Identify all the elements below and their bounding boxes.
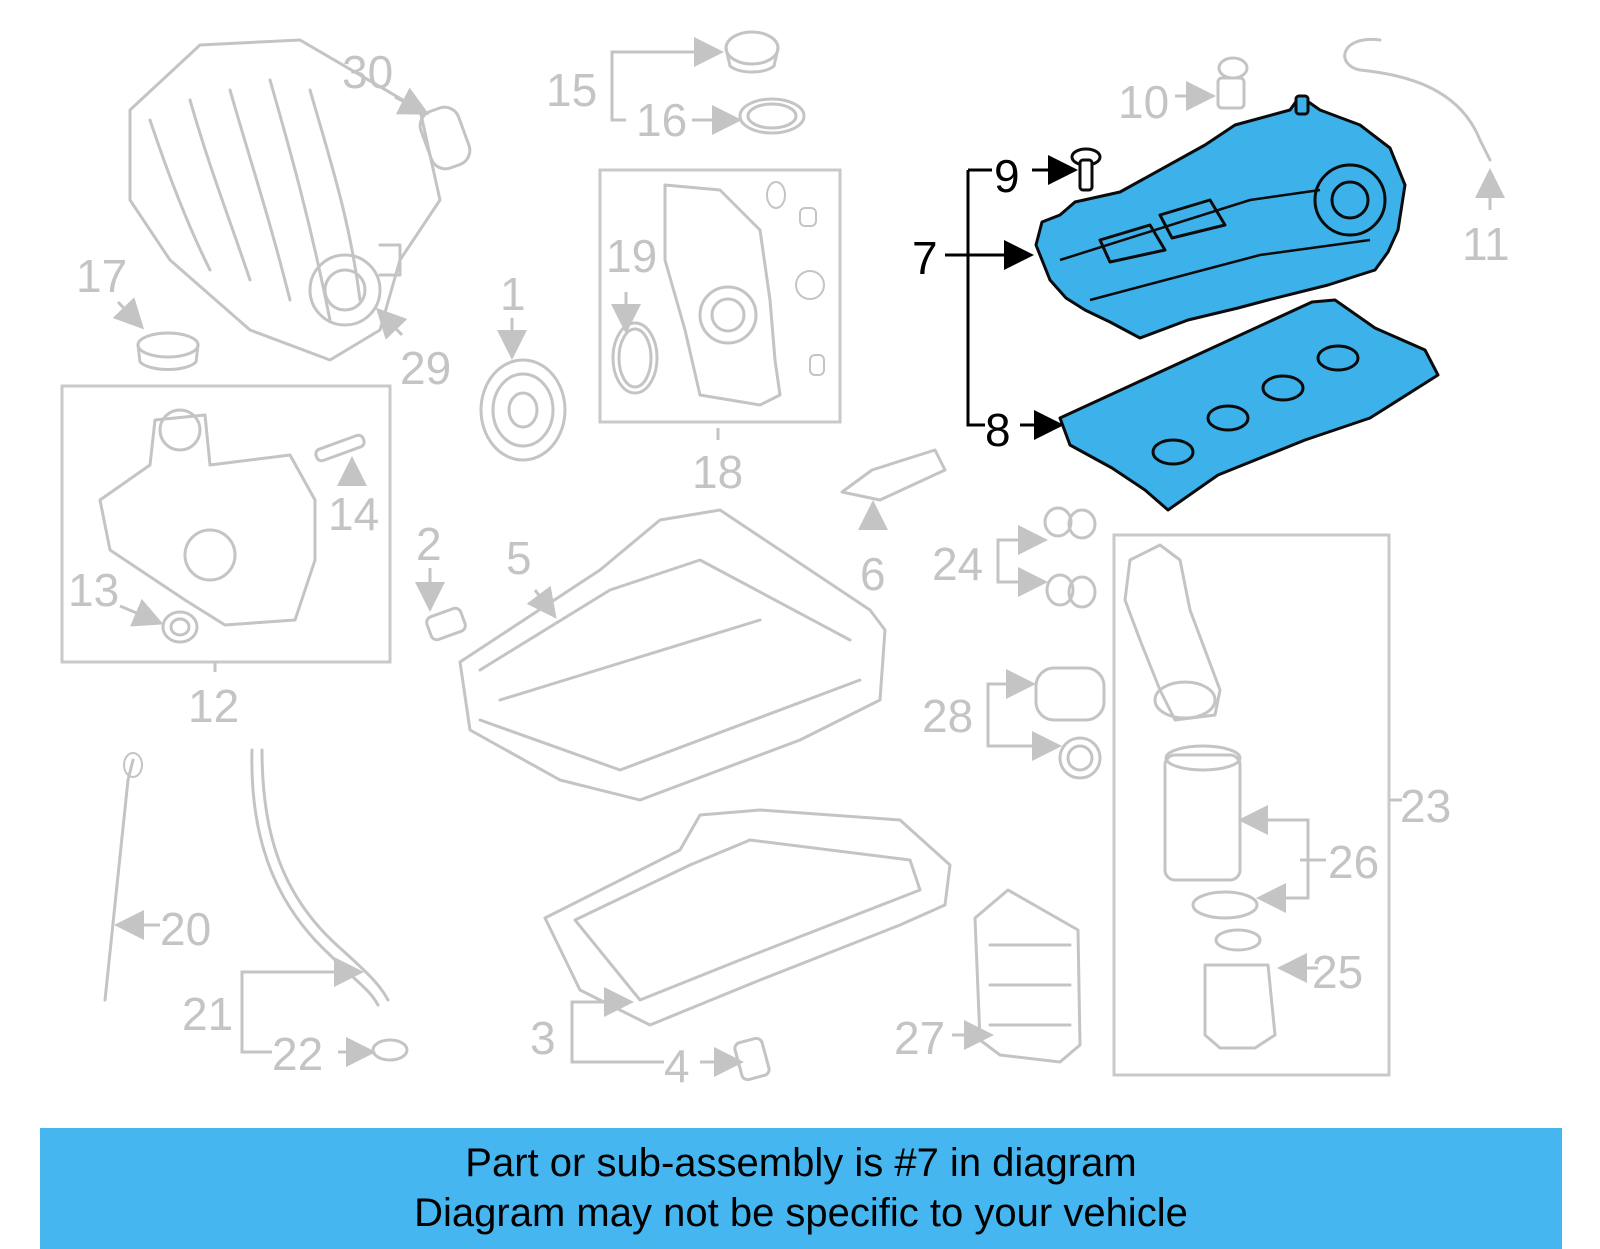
callout-24: 24	[932, 538, 983, 590]
leader-lines	[112, 37, 1505, 1077]
callout-16: 16	[636, 94, 687, 146]
callout-19: 19	[606, 230, 657, 282]
callout-21: 21	[182, 988, 233, 1040]
callout-23: 23	[1400, 780, 1451, 832]
bolt-2-part	[425, 606, 467, 642]
callout-1: 1	[500, 268, 526, 320]
filter-housing-part	[1123, 543, 1222, 722]
timing-cover-part	[98, 408, 317, 627]
valve-cover-highlighted-part	[1034, 94, 1407, 340]
callout-2: 2	[416, 518, 442, 570]
pin-14-part	[314, 433, 366, 463]
o-ring-19-part	[611, 321, 659, 395]
callout-8: 8	[985, 404, 1011, 456]
callout-5: 5	[506, 532, 532, 584]
callout-30: 30	[342, 46, 393, 98]
callout-6: 6	[860, 548, 886, 600]
callout-28: 28	[922, 690, 973, 742]
callout-3: 3	[530, 1012, 556, 1064]
callout-4: 4	[664, 1040, 690, 1092]
callout-11: 11	[1462, 218, 1510, 270]
pulley-1-part	[479, 358, 567, 462]
group-box-23	[1112, 533, 1391, 1077]
seal-13-part	[161, 610, 199, 644]
callout-20: 20	[160, 903, 211, 955]
filter-cap-25-part	[1203, 928, 1277, 1050]
group-box-12	[60, 384, 392, 664]
lower-oil-pan-3-part	[543, 808, 952, 1027]
oil-cooler-27-part	[973, 888, 1082, 1064]
bolt-9-part	[1070, 147, 1102, 192]
callout-13: 13	[68, 564, 119, 616]
callout-9: 9	[994, 150, 1020, 202]
callout-25: 25	[1312, 946, 1363, 998]
callout-22: 22	[272, 1028, 323, 1080]
dipstick-tube-21-part	[250, 748, 390, 1007]
o-ring-22-part	[371, 1038, 409, 1062]
breather-hose-11-part	[1343, 37, 1492, 162]
engine-cover-part	[663, 183, 782, 407]
drain-plug-4-part	[733, 1036, 771, 1082]
callout-10: 10	[1118, 76, 1169, 128]
gasket-30-part	[418, 105, 472, 171]
callout-29: 29	[400, 342, 451, 394]
oil-cap-part	[724, 30, 780, 74]
callout-26: 26	[1328, 836, 1379, 888]
callout-12: 12	[188, 680, 239, 732]
seal-16-part	[738, 97, 806, 135]
seal-ring-17-part	[136, 331, 200, 371]
group-box-18	[598, 168, 842, 424]
banner-line-part: Part or sub-assembly is #7 in diagram	[465, 1141, 1137, 1185]
upper-oil-pan-5-part	[458, 508, 887, 802]
banner-line-disclaimer: Diagram may not be specific to your vehi…	[414, 1191, 1188, 1235]
intake-manifold-part	[128, 38, 442, 362]
callout-18: 18	[692, 446, 743, 498]
callout-27: 27	[894, 1012, 945, 1064]
valve-cover-gasket-highlighted-part	[1058, 298, 1440, 512]
gaskets-28-part	[1034, 666, 1106, 780]
o-rings-24-part	[1043, 506, 1097, 609]
callout-7: 7	[912, 232, 938, 284]
callout-17: 17	[76, 250, 127, 302]
oil-filter-26-part	[1163, 744, 1259, 920]
info-banner: Part or sub-assembly is #7 in diagram Di…	[40, 1128, 1562, 1249]
sealant-tube-6-part	[840, 448, 947, 502]
sensor-10-part	[1216, 56, 1249, 110]
dipstick-20-part	[103, 752, 143, 1002]
small-parts-18-part	[766, 181, 825, 376]
callout-15: 15	[546, 64, 597, 116]
callout-14: 14	[328, 488, 379, 540]
